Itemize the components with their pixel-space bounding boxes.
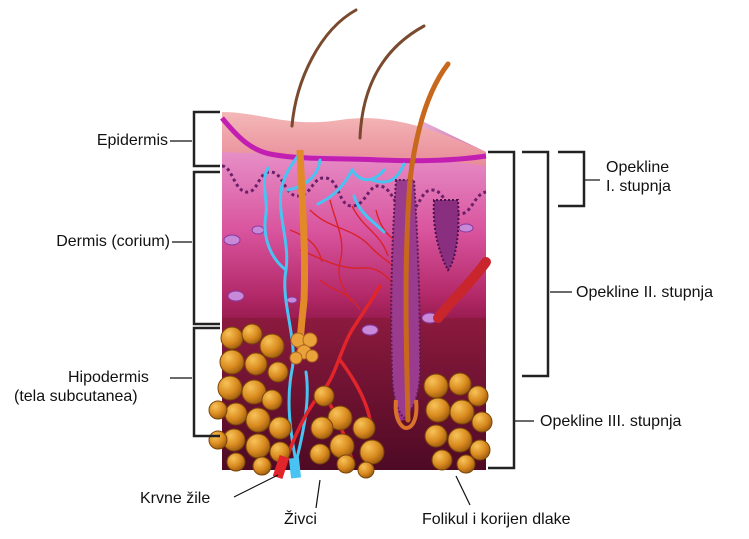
fat-cell <box>472 412 492 432</box>
label-burn1: Opekline <box>606 158 669 177</box>
fat-cell <box>426 398 450 422</box>
label-hypodermis: Hipodermis <box>68 368 149 387</box>
fat-cell <box>330 434 354 458</box>
layer-brackets <box>194 112 220 436</box>
fat-cell <box>246 434 270 458</box>
nerve-stub <box>289 458 301 479</box>
fat-cell <box>311 417 333 439</box>
label-epidermis: Epidermis <box>60 131 168 150</box>
fat-cell <box>449 373 471 395</box>
fat-cell <box>218 376 242 400</box>
bracket-burn1 <box>558 152 584 206</box>
fat-cell <box>209 431 227 449</box>
fat-cell <box>432 450 452 470</box>
fat-cell <box>457 455 475 473</box>
bracket-hypodermis <box>194 328 220 436</box>
fat-cell <box>221 327 243 349</box>
fat-cell <box>337 455 355 473</box>
fat-cell <box>227 453 245 471</box>
bracket-burn2 <box>522 152 548 376</box>
fat-cell <box>246 408 270 432</box>
fat-cell <box>225 403 247 425</box>
fat-cell <box>245 353 267 375</box>
label-hypodermis-latin: (tela subcutanea) <box>14 387 138 406</box>
label-burn1-degree: I. stupnja <box>606 177 671 196</box>
fat-cell <box>360 440 384 464</box>
label-burn2: Opekline II. stupnja <box>576 283 713 302</box>
bracket-dermis <box>194 172 220 324</box>
fat-cell <box>450 400 474 424</box>
label-vessels: Krvne žile <box>140 489 210 508</box>
fat-cell <box>310 444 330 464</box>
fat-cell <box>262 390 282 410</box>
fat-cell <box>468 386 488 406</box>
label-follicle: Folikul i korijen dlake <box>422 510 571 529</box>
label-nerves: Živci <box>284 510 317 529</box>
label-dermis: Dermis (corium) <box>20 232 170 251</box>
fat-cell <box>209 401 227 419</box>
bracket-epidermis <box>194 112 220 166</box>
fat-cell <box>253 457 271 475</box>
fat-cell <box>260 334 284 358</box>
fat-cell <box>268 362 288 382</box>
fat-cell <box>425 425 447 447</box>
fat-cell <box>470 440 490 460</box>
label-burn3: Opekline III. stupnja <box>540 412 681 431</box>
fat-cell <box>353 417 375 439</box>
fat-cell <box>424 374 448 398</box>
fat-cell <box>358 462 374 478</box>
fat-cell <box>314 386 334 406</box>
left-follicle <box>300 150 305 348</box>
fat-cell <box>242 324 262 344</box>
fat-cell <box>220 350 244 374</box>
fat-cell <box>269 417 291 439</box>
fat-cell <box>448 428 472 452</box>
